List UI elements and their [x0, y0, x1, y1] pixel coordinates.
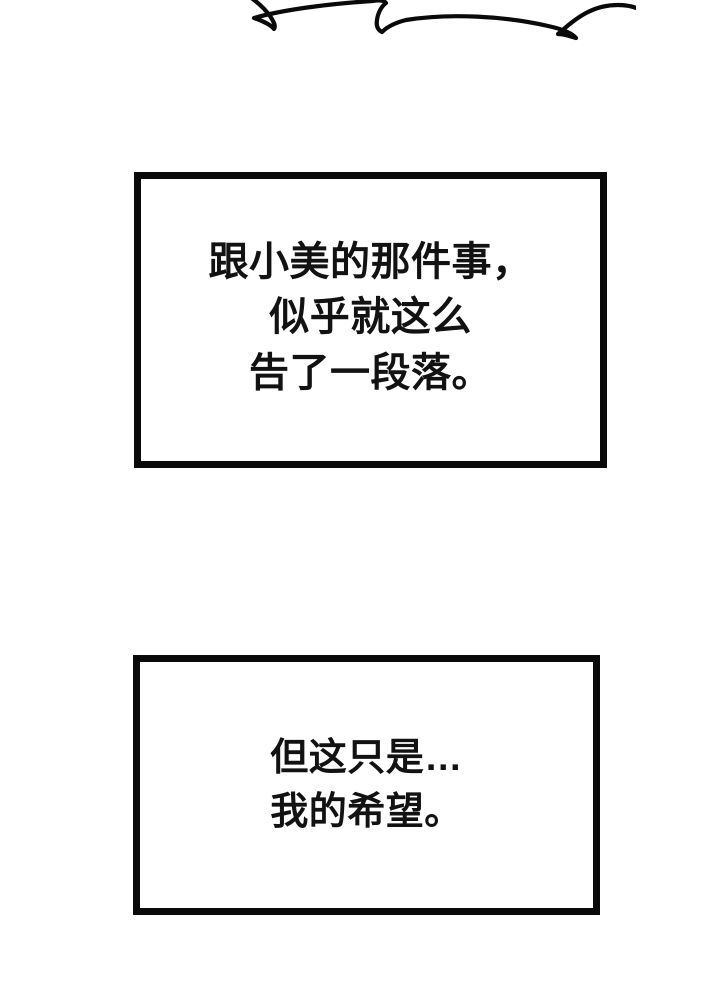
spiky-speech-bubble-bottom-edge-icon	[250, 0, 636, 41]
caption-line: 告了一段落。	[249, 350, 492, 395]
caption-line: 跟小美的那件事，	[208, 240, 533, 285]
caption-box-1: 跟小美的那件事， 似乎就这么 告了一段落。	[134, 172, 607, 468]
caption-box-2-text: 但这只是… 我的希望。	[270, 732, 463, 840]
caption-line: 但这只是…	[270, 737, 463, 780]
caption-line: 我的希望。	[270, 791, 463, 833]
caption-box-1-text: 跟小美的那件事， 似乎就这么 告了一段落。	[209, 235, 533, 401]
caption-box-2: 但这只是… 我的希望。	[133, 655, 600, 915]
caption-line: 似乎就这么	[269, 295, 472, 340]
